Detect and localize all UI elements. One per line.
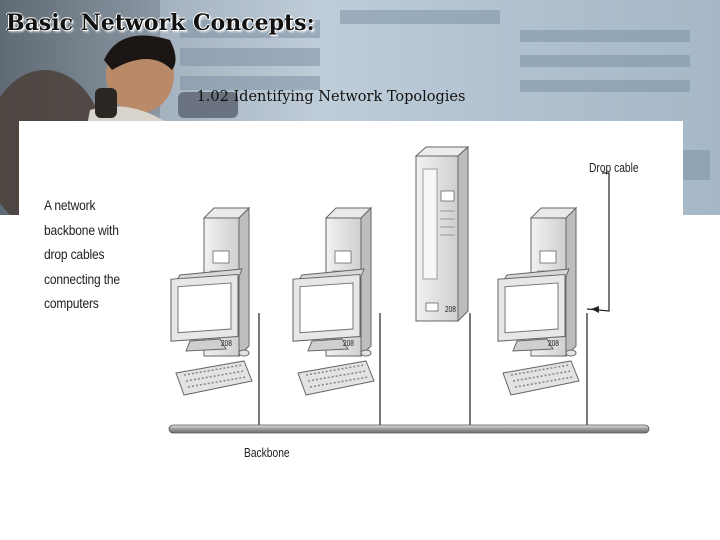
server-number: 208 [445,305,456,314]
caption-line: drop cables [44,246,105,262]
network-topology-diagram: A network backbone with drop cables conn… [19,121,683,492]
slide-subtitle: 1.02 Identifying Network Topologies [196,89,466,105]
workstation-3-number: 208 [548,339,559,348]
caption-line: backbone with [44,221,119,238]
slide-title: Basic Network Concepts: [6,10,315,36]
workstation-2-number: 208 [343,339,354,348]
backbone-cable [168,424,650,434]
diagram-caption: A network backbone with drop cables conn… [44,193,120,316]
caption-line: computers [44,295,99,311]
caption-line: A network [44,197,96,213]
diagram-drawing [168,145,650,434]
drop-cable-label: Drop cable [589,161,639,175]
workstation-2 [292,207,375,396]
caption-line: connecting the [44,270,120,287]
workstation-3 [497,207,580,396]
workstation-1 [170,207,253,396]
server-tower [414,145,470,323]
workstation-1-number: 208 [221,339,232,348]
backbone-label: Backbone [244,446,290,460]
drop-cable-arrow [591,306,599,313]
